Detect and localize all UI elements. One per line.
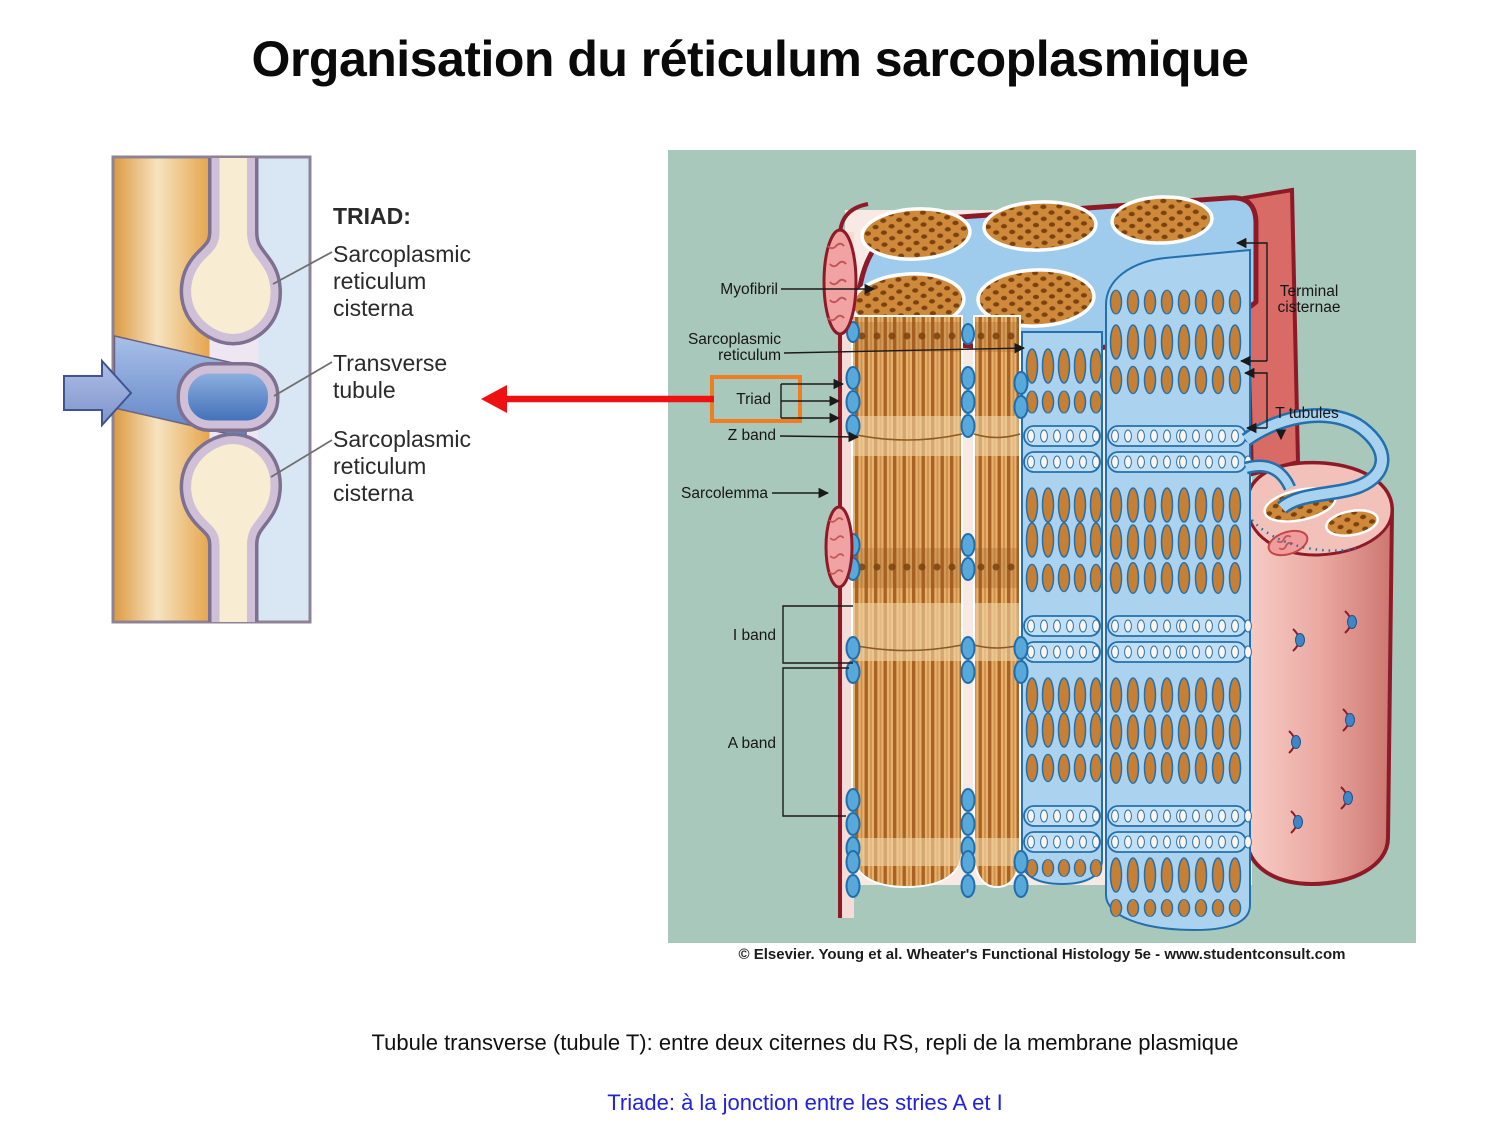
- label-sr-bottom-1: Sarcoplasmic: [333, 426, 471, 452]
- label-sr-top-2: reticulum: [333, 268, 426, 294]
- transverse-tubule-ring: [176, 362, 280, 432]
- sr-cisterna-lower: [179, 432, 282, 622]
- label-triad-heading: TRIAD:: [333, 203, 411, 229]
- t-tubule-loops: [1241, 408, 1390, 515]
- mitochondrion-on-face: [1267, 529, 1309, 557]
- muscle-fiber-figure: Myofibril Sarcoplasmic reticulum Triad Z…: [668, 150, 1416, 985]
- label-i-band: I band: [733, 627, 776, 644]
- label-terminal-cisternae-2: cisternae: [1278, 299, 1341, 316]
- a-band-bracket: [782, 667, 849, 817]
- label-myofibril: Myofibril: [720, 281, 778, 298]
- label-a-band: A band: [728, 735, 776, 752]
- page-title: Organisation du réticulum sarcoplasmique: [251, 31, 1249, 87]
- triad-closeup-figure: TRIAD: Sarcoplasmic reticulum cisterna T…: [60, 130, 490, 660]
- label-t-tubules: T tubules: [1275, 405, 1339, 422]
- label-z-band: Z band: [728, 427, 776, 444]
- sr-network-a: [1021, 331, 1103, 886]
- figure-credit: © Elsevier. Young et al. Wheater's Funct…: [738, 946, 1346, 963]
- label-sarcolemma: Sarcolemma: [681, 485, 768, 502]
- triad-vesicles: [845, 321, 1029, 898]
- label-sr-top-1: Sarcoplasmic: [333, 241, 471, 267]
- label-sr-2: reticulum: [718, 347, 781, 364]
- terminal-cisternae-bands-a: [1023, 425, 1101, 853]
- label-triad: Triad: [736, 391, 771, 408]
- label-sr-bottom-3: cisterna: [333, 480, 414, 506]
- i-band-bracket: [782, 605, 853, 664]
- entry-arrow-icon: [63, 358, 133, 428]
- triad-closeup-svg: TRIAD: Sarcoplasmic reticulum cisterna T…: [63, 155, 471, 624]
- figure-labels: Myofibril Sarcoplasmic reticulum Triad Z…: [681, 237, 1341, 817]
- label-sr-1: Sarcoplasmic: [688, 331, 781, 348]
- leader-z-band: [779, 431, 860, 443]
- label-tt-2: tubule: [333, 377, 396, 403]
- caption-triade: Triade: à la jonction entre les stries A…: [607, 1090, 1003, 1115]
- label-sr-bottom-2: reticulum: [333, 453, 426, 479]
- sr-network-b: [1105, 248, 1252, 932]
- label-sr-top-3: cisterna: [333, 295, 414, 321]
- t-tubules-bracket: [1243, 367, 1268, 428]
- leader-sr-top: [272, 251, 333, 285]
- leader-sarcoplasmic-reticulum: [783, 342, 1026, 354]
- terminal-cisternae-bracket: [1235, 237, 1268, 361]
- leader-sr-bottom: [270, 439, 333, 478]
- sr-cisterna-upper: [179, 158, 282, 346]
- mitochondria: [822, 228, 858, 589]
- label-terminal-cisternae-1: Terminal: [1280, 283, 1339, 300]
- caption-tubule-transverse: Tubule transverse (tubule T): entre deux…: [371, 1030, 1239, 1055]
- m-line-dots: [858, 332, 1015, 571]
- terminal-cisternae-bands-b: [1107, 425, 1252, 853]
- label-tt-1: Transverse: [333, 350, 447, 376]
- adjacent-fiber-cylinder: [1245, 460, 1395, 887]
- myofibril-columns: [851, 315, 1021, 889]
- muscle-fiber-svg: Myofibril Sarcoplasmic reticulum Triad Z…: [668, 150, 1416, 943]
- leader-transverse-tubule: [273, 361, 333, 397]
